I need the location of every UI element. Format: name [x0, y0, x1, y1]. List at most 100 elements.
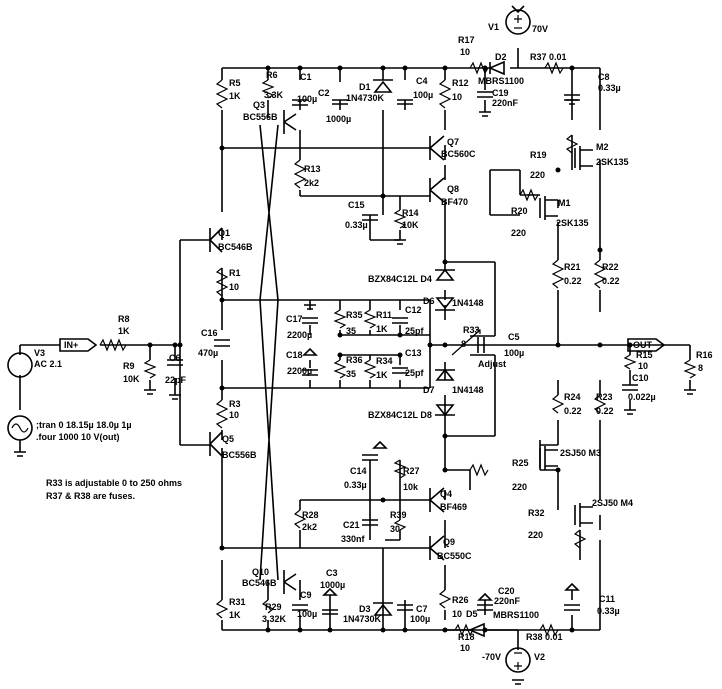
resistors — [99, 61, 697, 637]
label-r35v: 35 — [346, 326, 356, 336]
label-q3v: BC556B — [243, 112, 278, 122]
label-c17v: 2200µ — [287, 330, 312, 340]
label-r32: R32 — [528, 508, 545, 518]
label-r34v: 1K — [376, 370, 388, 380]
label-adj: Adjust — [478, 359, 506, 369]
label-r5: R5 — [229, 78, 241, 88]
label-r21v: 0.22 — [564, 276, 582, 286]
label-r12: R12 — [452, 78, 469, 88]
label-q10v: BC546B — [242, 578, 277, 588]
note-r33: R33 is adjustable 0 to 250 ohms — [46, 478, 183, 488]
label-r32v: 220 — [528, 530, 543, 540]
label-c16: C16 — [201, 328, 218, 338]
sources — [7, 9, 531, 673]
label-v2-val: -70V — [482, 652, 501, 662]
label-c1: C1 — [300, 72, 312, 82]
label-m3: 2SJ50 M3 — [560, 448, 601, 458]
label-r26v: 10 — [452, 609, 462, 619]
label-r28: R28 — [302, 510, 319, 520]
label-r13v: 2k2 — [304, 178, 319, 188]
label-r15: R15 — [636, 350, 653, 360]
junctions — [147, 65, 633, 633]
label-r19: R19 — [530, 150, 547, 160]
label-d7: D7 — [423, 385, 435, 395]
label-q5v: BC556B — [222, 450, 257, 460]
label-r38: R38 0.01 — [526, 632, 563, 642]
label-m4: 2SJ50 M4 — [592, 498, 633, 508]
label-r37: R37 0.01 — [530, 52, 567, 62]
label-r31: R31 — [229, 597, 246, 607]
label-r15v: 10 — [638, 361, 648, 371]
label-r39: R39 — [390, 510, 407, 520]
label-c21: C21 — [343, 520, 360, 530]
label-r36v: 35 — [346, 369, 356, 379]
label-r20: R20 — [511, 206, 528, 216]
label-c13: C13 — [405, 348, 422, 358]
label-c12: C12 — [405, 305, 422, 315]
transistors — [209, 110, 593, 594]
label-r27v: 10k — [403, 482, 419, 492]
label-c8: C8 — [598, 72, 610, 82]
label-r21: R21 — [564, 262, 581, 272]
label-r27: R27 — [403, 466, 420, 476]
label-v3-val: AC 2.1 — [34, 359, 62, 369]
label-v2-name: V2 — [534, 652, 545, 662]
label-r36: R36 — [346, 355, 363, 365]
label-d5: D5 — [466, 609, 478, 619]
label-c17: C17 — [286, 314, 303, 324]
label-r20v: 220 — [511, 228, 526, 238]
label-c11v: 0.33µ — [597, 606, 620, 616]
label-q5: Q5 — [222, 434, 234, 444]
label-q10: Q10 — [252, 567, 269, 577]
label-r12v: 10 — [452, 92, 462, 102]
label-v3-name: V3 — [34, 348, 45, 358]
label-r16: R16 — [696, 350, 713, 360]
label-r26: R26 — [452, 595, 469, 605]
label-r19v: 220 — [530, 170, 545, 180]
label-c14: C14 — [350, 466, 367, 476]
ports — [59, 338, 666, 352]
label-r6v: 3.3K — [264, 90, 284, 100]
label-d1v: 1N4730K — [346, 93, 385, 103]
label-r23v: 0.22 — [596, 406, 614, 416]
label-r23: R23 — [596, 392, 613, 402]
label-tran: ;tran 0 18.15µ 18.0µ 1µ — [36, 420, 132, 430]
label-r39v: 30 — [390, 524, 400, 534]
label-d7v: 1N4148 — [452, 385, 484, 395]
label-c3v: 1000µ — [320, 580, 345, 590]
label-c20: C20 — [498, 586, 515, 596]
label-c7: C7 — [416, 604, 428, 614]
label-r8: R8 — [118, 314, 130, 324]
label-c11: C11 — [599, 594, 615, 604]
label-r11: R11 — [376, 310, 392, 320]
label-r28v: 2k2 — [302, 522, 317, 532]
label-r14v: 10K — [402, 220, 419, 230]
label-c18v: 2200µ — [287, 366, 312, 376]
label-v1-val: 70V — [532, 24, 548, 34]
label-r31v: 1K — [229, 610, 241, 620]
label-c15: C15 — [348, 200, 365, 210]
label-r22v: 0.22 — [602, 276, 620, 286]
label-c10: C10 — [632, 373, 649, 383]
label-d5v: MBRS1100 — [493, 610, 539, 620]
label-r3v: 10 — [229, 410, 239, 420]
label-d4: BZX84C12L D4 — [368, 274, 432, 284]
capacitors — [167, 91, 638, 615]
label-out: OUT — [633, 340, 653, 350]
note-fuses: R37 & R38 are fuses. — [46, 491, 136, 501]
label-c6v: 22pF — [165, 375, 187, 385]
label-c15v: 0.33µ — [345, 220, 368, 230]
label-c9: C9 — [300, 590, 312, 600]
label-r6: R6 — [266, 70, 278, 80]
label-r29v: 3.32K — [262, 614, 287, 624]
label-m2v: 2SK135 — [596, 157, 629, 167]
label-c13v: 25pf — [405, 368, 425, 378]
label-d3: D3 — [359, 604, 371, 614]
label-d3v: 1N4730K — [343, 614, 382, 624]
label-r17v: 10 — [460, 47, 470, 57]
label-r33: R33 — [463, 325, 480, 335]
label-r11v: 1K — [376, 324, 388, 334]
label-r25v: 220 — [512, 482, 527, 492]
label-c5v: 100µ — [504, 348, 524, 358]
